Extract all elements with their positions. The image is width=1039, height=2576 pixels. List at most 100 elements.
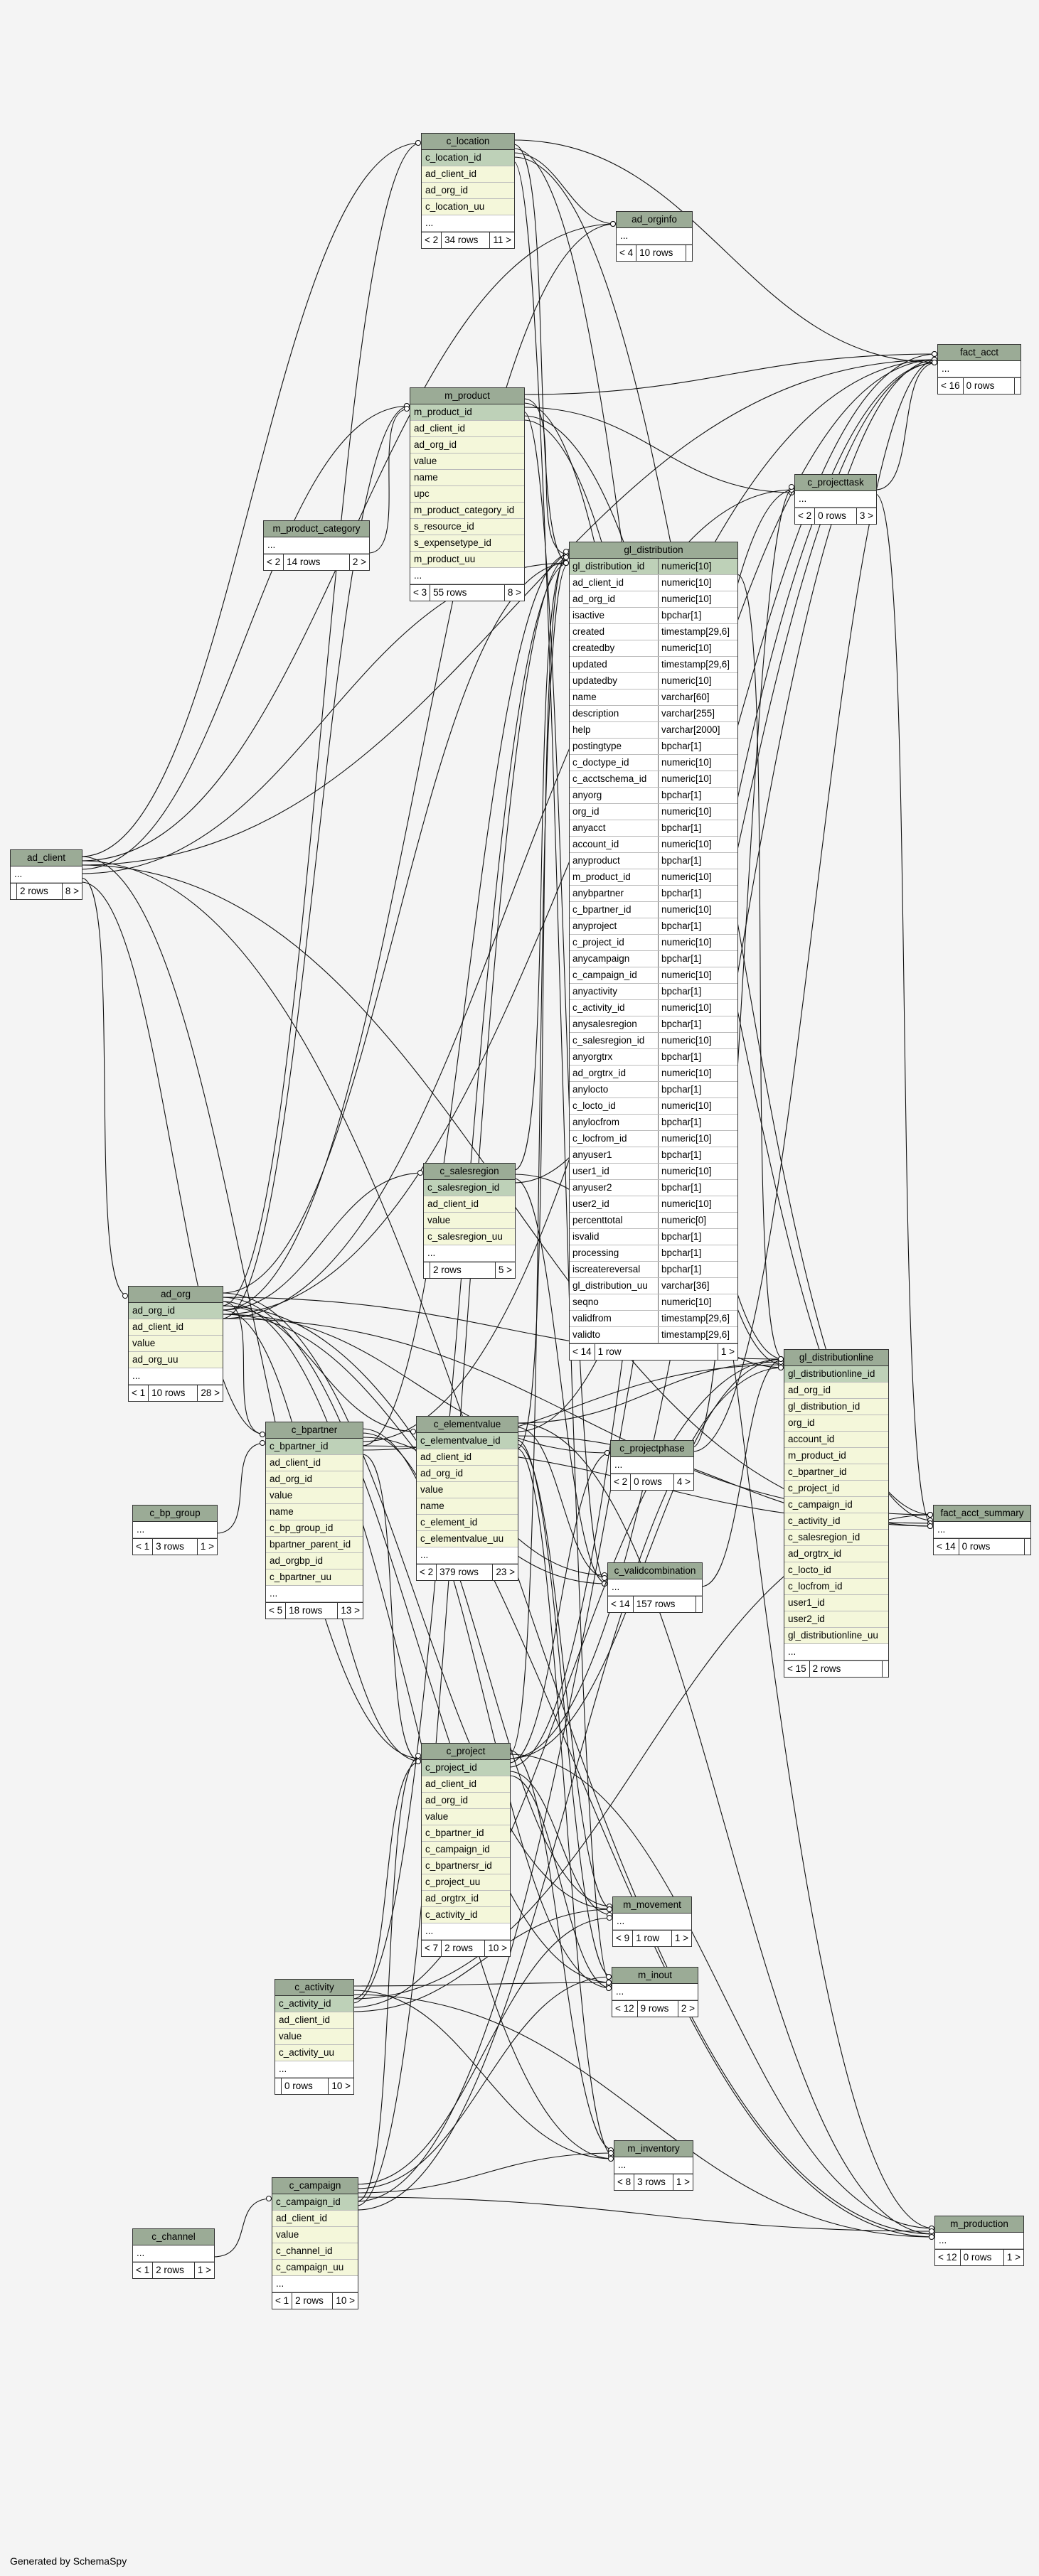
children-count [1015,378,1021,394]
table-title: c_projectphase [611,1441,693,1457]
children-count: 3 > [859,510,873,521]
crowfoot-marker [410,1429,416,1434]
foreign-key-line [356,2196,935,2232]
children-count: 4 > [676,1476,691,1487]
foreign-key-line [352,1994,935,2238]
column-row: c_bp_group_id [266,1520,363,1537]
column-row: ad_org_id [422,183,514,199]
column-row: c_bpartner_id [784,1464,888,1481]
foreign-key-line [221,562,570,1294]
column-row: value [410,454,524,470]
parents-count: < 12 [612,2001,638,2017]
row-count: 0 rows [631,1474,674,1490]
children-count: 1 > [676,2177,690,2187]
parents-count: < 15 [784,1661,810,1677]
column-row: value [422,1809,510,1825]
children-count [883,1661,888,1677]
column-row: ad_org_id [266,1471,363,1488]
foreign-key-line [523,411,608,1584]
foreign-key-line [352,1909,613,2012]
row-count: 2 rows [442,1941,486,1956]
more-columns-row: ... [611,1457,693,1474]
children-count [686,245,692,261]
parents-count: < 12 [935,2250,961,2265]
parents-count: < 16 [938,378,964,394]
table-title: m_product [410,388,524,404]
crowfoot-marker [932,351,937,357]
foreign-key-line [508,562,570,1755]
row-count: 2 rows [430,1262,496,1278]
row-count: 0 rows [282,2078,329,2094]
foreign-key-line [513,557,570,1171]
column-row: bpartner_parent_id [266,1537,363,1553]
foreign-key-line [692,486,795,1448]
more-columns-row: ... [614,2157,693,2174]
foreign-key-line [221,489,795,1319]
foreign-key-line [523,353,938,395]
foreign-key-line [516,551,570,1449]
children-count: 1 > [200,1541,214,1552]
row-count: 0 rows [959,1539,1025,1555]
foreign-key-line [221,1172,424,1311]
table-title: m_inventory [614,2141,693,2157]
column-row: ad_client_id [422,1776,510,1793]
crowfoot-marker [415,1753,421,1759]
more-columns-row: ... [612,1984,698,2000]
foreign-key-line [221,1292,613,1910]
foreign-key-line [523,407,795,493]
row-count: 34 rows [442,232,491,248]
foreign-key-line [80,359,938,866]
foreign-key-line [692,359,938,1452]
more-columns-row: ... [133,1522,217,1538]
foreign-key-line [221,1314,611,1454]
column-row: name [410,470,524,486]
foreign-key-line [356,557,570,2206]
foreign-key-line [221,1297,612,1983]
column-row: c_project_uu [422,1874,510,1891]
row-count: 55 rows [430,585,505,601]
foreign-key-line [80,142,422,857]
